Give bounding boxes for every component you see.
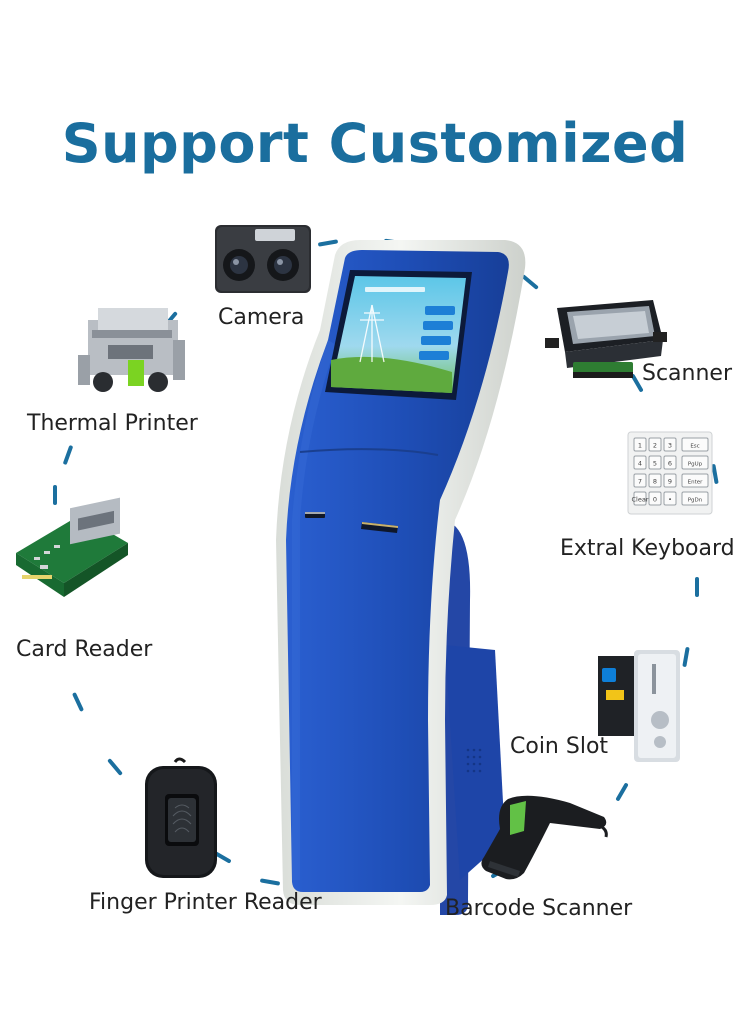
kiosk-screen <box>325 270 472 400</box>
keypad-key-label: Clear <box>632 496 649 504</box>
keypad-key <box>648 491 662 506</box>
qr-scanner-icon <box>545 300 667 378</box>
keypad-key-label: 2 <box>653 442 657 450</box>
keypad-key <box>663 455 677 470</box>
keypad-key-label: 5 <box>653 460 657 468</box>
keypad-key-label: PgUp <box>688 462 703 468</box>
keypad-key <box>681 491 709 506</box>
kiosk-body <box>286 250 509 892</box>
keypad-key-label: Esc <box>690 444 699 450</box>
keypad-key <box>663 473 677 488</box>
keypad-key <box>681 455 709 470</box>
keypad-key-label: 3 <box>668 442 672 450</box>
keypad-key-label: PgDn <box>688 498 703 504</box>
keypad-key-label: 7 <box>638 478 642 486</box>
keypad-key <box>633 491 647 506</box>
coin-slot-label: Coin Slot <box>510 734 609 759</box>
keypad-key-label: 8 <box>653 478 657 486</box>
keypad-key <box>648 437 662 452</box>
keypad-key <box>633 437 647 452</box>
keypad-key-label: • <box>668 496 672 504</box>
keypad-key <box>648 455 662 470</box>
keypad-key-label: 1 <box>638 442 642 450</box>
keypad-key <box>633 455 647 470</box>
keypad-key-label: 9 <box>668 478 672 486</box>
keypad-key-label: 0 <box>653 496 657 504</box>
keypad-key-label: Enter <box>688 480 704 486</box>
card-reader-icon <box>16 497 128 597</box>
keypad-key-label: 6 <box>668 460 672 468</box>
keyboard-label: Extral Keyboard <box>560 536 735 561</box>
scanner-label: Scanner <box>642 361 733 386</box>
keypad-key-label: 4 <box>638 460 642 468</box>
thermal-printer-label: Thermal Printer <box>27 411 198 436</box>
fingerprint-reader-icon <box>145 757 217 878</box>
keypad-key <box>663 491 677 506</box>
keypad-key <box>681 473 709 488</box>
keypad-key <box>633 473 647 488</box>
fingerprint-reader-label: Finger Printer Reader <box>89 890 322 915</box>
barcode-gun-icon <box>481 795 608 880</box>
card-reader-label: Card Reader <box>16 637 153 662</box>
kiosk-back-panel <box>440 520 505 915</box>
kiosk-slots <box>299 448 439 533</box>
keypad-key <box>648 473 662 488</box>
coin-acceptor-icon <box>598 650 680 762</box>
keypad-key <box>663 437 677 452</box>
camera-icon <box>215 225 311 293</box>
page-title: Support Customized <box>61 112 689 175</box>
camera-label: Camera <box>218 305 305 330</box>
thermal-printer-icon <box>78 308 185 392</box>
keypad-key <box>681 437 709 452</box>
barcode-scanner-label: Barcode Scanner <box>445 896 633 921</box>
